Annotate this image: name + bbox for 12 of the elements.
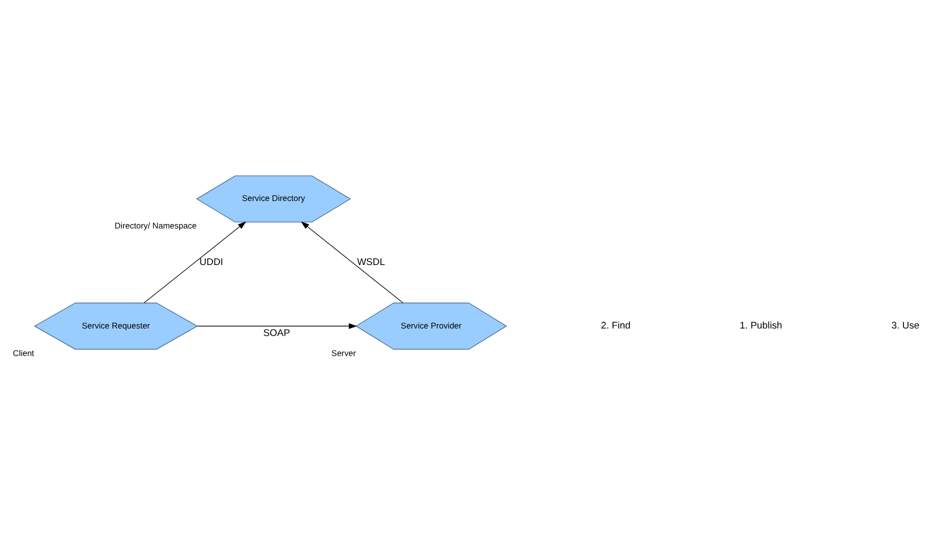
edge-label: SOAP	[262, 328, 290, 339]
label: 1. Publish	[739, 320, 782, 332]
arrow	[143, 221, 246, 304]
node-label: Directory/ Namespace	[114, 220, 196, 231]
node-label: Server	[330, 348, 356, 358]
arrow	[300, 221, 403, 304]
label: 2. Find	[600, 320, 630, 332]
arrow	[196, 323, 357, 329]
node-label: Client	[12, 348, 34, 358]
edge-label: WSDL	[356, 257, 384, 268]
edge-label: UDDI	[199, 257, 223, 268]
label: 3. Use	[891, 320, 919, 332]
